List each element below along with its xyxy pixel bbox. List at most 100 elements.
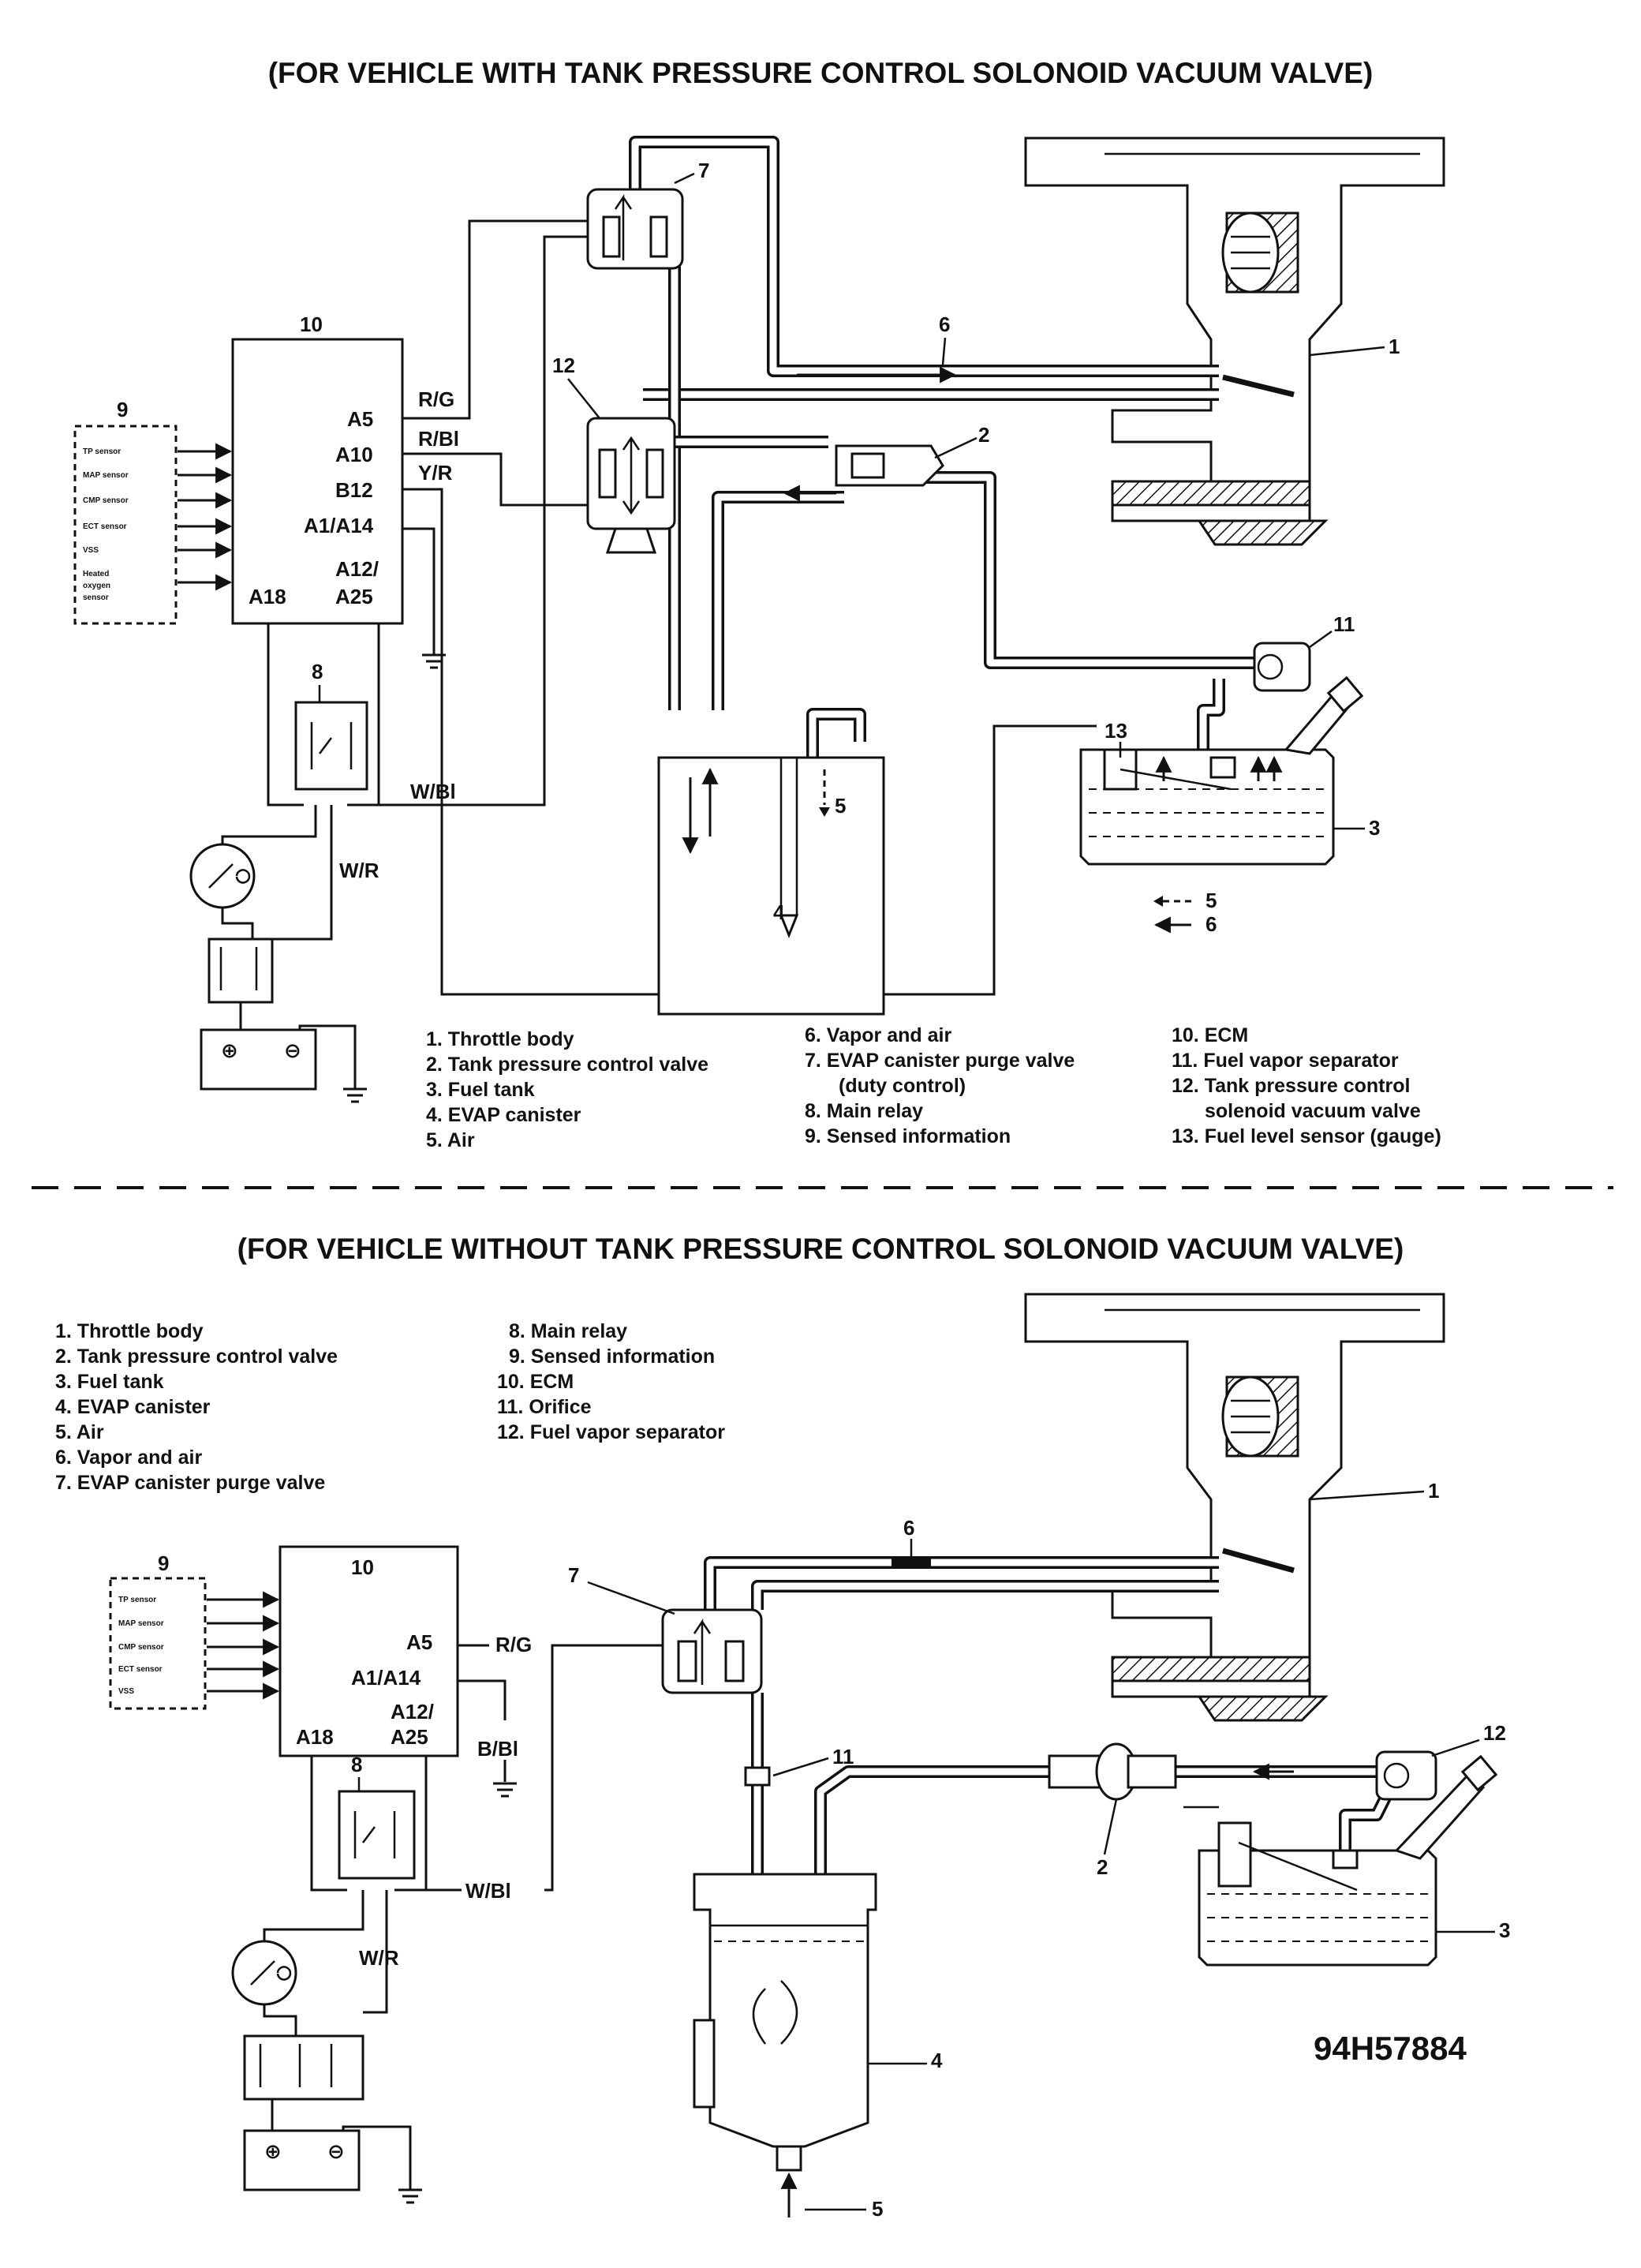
- top-legend-12b: solenoid vacuum valve: [1205, 1100, 1421, 1122]
- bottom-callout-11: 11: [832, 1745, 854, 1768]
- bottom-battery-plus: ⊕: [264, 2139, 282, 2163]
- bottom-vapor-flow-mark: [892, 1556, 931, 1569]
- top-sensed-info-box: [73, 425, 178, 625]
- top-callout-2: 2: [978, 423, 989, 447]
- bottom-legend-7: 7. EVAP canister purge valve: [55, 1472, 325, 1494]
- top-callout-5: 5: [835, 794, 846, 818]
- top-callout-13: 13: [1105, 719, 1127, 743]
- figure-code: 94H57884: [1314, 2030, 1467, 2067]
- bottom-sensor-arrows: [207, 1591, 280, 1700]
- bottom-legend: 1. Throttle body 2. Tank pressure contro…: [55, 1320, 725, 1494]
- bottom-callout-9: 9: [158, 1551, 169, 1575]
- top-fuel-tank: [1079, 748, 1335, 866]
- bottom-ecm-pin-a12: A12/: [391, 1700, 434, 1723]
- top-pipes: [629, 136, 1254, 758]
- bottom-wire-rg: R/G: [495, 1633, 532, 1656]
- top-callout-10: 10: [300, 313, 323, 336]
- top-legend-13: 13. Fuel level sensor (gauge): [1172, 1125, 1441, 1147]
- top-flow-key: 5 6: [1153, 889, 1217, 936]
- top-legend-10: 10. ECM: [1172, 1024, 1248, 1046]
- bottom-tank-pressure-control-valve: [1048, 1742, 1177, 1801]
- top-callout-3: 3: [1369, 816, 1380, 840]
- bottom-title: (FOR VEHICLE WITHOUT TANK PRESSURE CONTR…: [237, 1233, 1404, 1265]
- bottom-sensor-cmp: CMP sensor: [118, 1643, 164, 1652]
- top-ecm-pin-a10: A10: [335, 443, 373, 466]
- bottom-ignition-switch: [231, 1940, 297, 2006]
- top-ecm-pin-a18: A18: [249, 585, 286, 608]
- top-fuse-block: [207, 938, 274, 1004]
- bottom-legend-2: 2. Tank pressure control valve: [55, 1345, 338, 1368]
- top-main-relay: [294, 701, 368, 791]
- bottom-wire-wr: W/R: [359, 1946, 399, 1970]
- top-purge-valve: [586, 188, 684, 270]
- bottom-fuse-block: [243, 2034, 364, 2101]
- bottom-battery-minus: ⊖: [327, 2139, 345, 2163]
- top-sensor-tp: TP sensor: [83, 447, 121, 456]
- top-sensor-cmp: CMP sensor: [83, 496, 129, 505]
- bottom-wire-wbl: W/Bl: [465, 1879, 511, 1903]
- top-legend-6: 6. Vapor and air: [805, 1024, 951, 1046]
- top-sensor-oxygen: oxygen: [83, 582, 110, 590]
- top-wire-wbl: W/Bl: [410, 780, 456, 803]
- top-legend-9: 9. Sensed information: [805, 1125, 1011, 1147]
- bottom-sensor-map: MAP sensor: [118, 1619, 164, 1628]
- top-evap-canister: [657, 756, 885, 1016]
- top-legend-3: 3. Fuel tank: [426, 1079, 535, 1101]
- top-ecm-pin-a5: A5: [347, 407, 373, 431]
- bottom-callout-3: 3: [1499, 1918, 1510, 1942]
- bottom-legend-5: 5. Air: [55, 1421, 104, 1443]
- top-callout-1: 1: [1389, 335, 1400, 358]
- bottom-callout-5: 5: [872, 2197, 883, 2221]
- top-callout-7: 7: [698, 159, 709, 182]
- top-ecm-pin-a1a14: A1/A14: [304, 514, 374, 537]
- top-callout-8: 8: [312, 660, 323, 683]
- top-sensor-heated: Heated: [83, 570, 109, 578]
- top-battery-minus: ⊖: [284, 1039, 301, 1062]
- top-sensor-ect: ECT sensor: [83, 522, 127, 531]
- top-legend-12: 12. Tank pressure control: [1172, 1075, 1410, 1097]
- bottom-callout-8: 8: [351, 1753, 362, 1776]
- bottom-legend-11: 11. Orifice: [497, 1396, 592, 1418]
- top-callout-12: 12: [552, 354, 575, 377]
- top-flow-key-air: 5: [1206, 889, 1217, 912]
- top-sensor-vss: VSS: [83, 546, 99, 555]
- bottom-wiring: [310, 1644, 663, 2014]
- top-title: (FOR VEHICLE WITH TANK PRESSURE CONTROL …: [268, 57, 1374, 89]
- bottom-wire-bbl: B/Bl: [477, 1737, 518, 1761]
- top-callout-6: 6: [939, 313, 950, 336]
- bottom-ecm-pin-a18: A18: [296, 1725, 334, 1749]
- bottom-legend-3: 3. Fuel tank: [55, 1371, 164, 1393]
- top-ecm-pin-a25: A25: [335, 585, 373, 608]
- top-legend: 1. Throttle body 2. Tank pressure contro…: [426, 1024, 1441, 1151]
- top-throttle-body: [1024, 137, 1445, 546]
- top-callout-9: 9: [117, 398, 128, 421]
- top-legend-4: 4. EVAP canister: [426, 1104, 581, 1126]
- top-ignition-switch: [189, 843, 256, 909]
- top-legend-11: 11. Fuel vapor separator: [1172, 1050, 1399, 1072]
- bottom-callout-2: 2: [1097, 1855, 1108, 1879]
- top-battery: [200, 1028, 317, 1091]
- top-callout-11: 11: [1333, 612, 1355, 636]
- top-wire-wr: W/R: [339, 859, 379, 882]
- top-callout-4: 4: [773, 900, 785, 924]
- bottom-ecm-pin-a25: A25: [391, 1725, 428, 1749]
- top-ecm-box: [231, 338, 404, 625]
- top-legend-5: 5. Air: [426, 1129, 475, 1151]
- bottom-battery: [243, 2129, 361, 2191]
- top-legend-7: 7. EVAP canister purge valve: [805, 1050, 1075, 1072]
- bottom-callout-7: 7: [568, 1563, 579, 1587]
- bottom-legend-12: 12. Fuel vapor separator: [497, 1421, 725, 1443]
- bottom-evap-canister: [693, 1873, 877, 2217]
- bottom-callout-4: 4: [931, 2049, 943, 2072]
- top-sensor-sensor: sensor: [83, 593, 109, 602]
- bottom-sensor-labels: TP sensor MAP sensor CMP sensor ECT sens…: [118, 1596, 164, 1696]
- bottom-legend-9: 9. Sensed information: [509, 1345, 715, 1368]
- top-sensor-arrows: [178, 443, 233, 591]
- bottom-legend-1: 1. Throttle body: [55, 1320, 204, 1342]
- top-legend-1: 1. Throttle body: [426, 1028, 574, 1050]
- top-wiring: [267, 219, 1097, 996]
- bottom-sensor-tp: TP sensor: [118, 1596, 156, 1604]
- bottom-legend-6: 6. Vapor and air: [55, 1447, 202, 1469]
- bottom-legend-8: 8. Main relay: [509, 1320, 627, 1342]
